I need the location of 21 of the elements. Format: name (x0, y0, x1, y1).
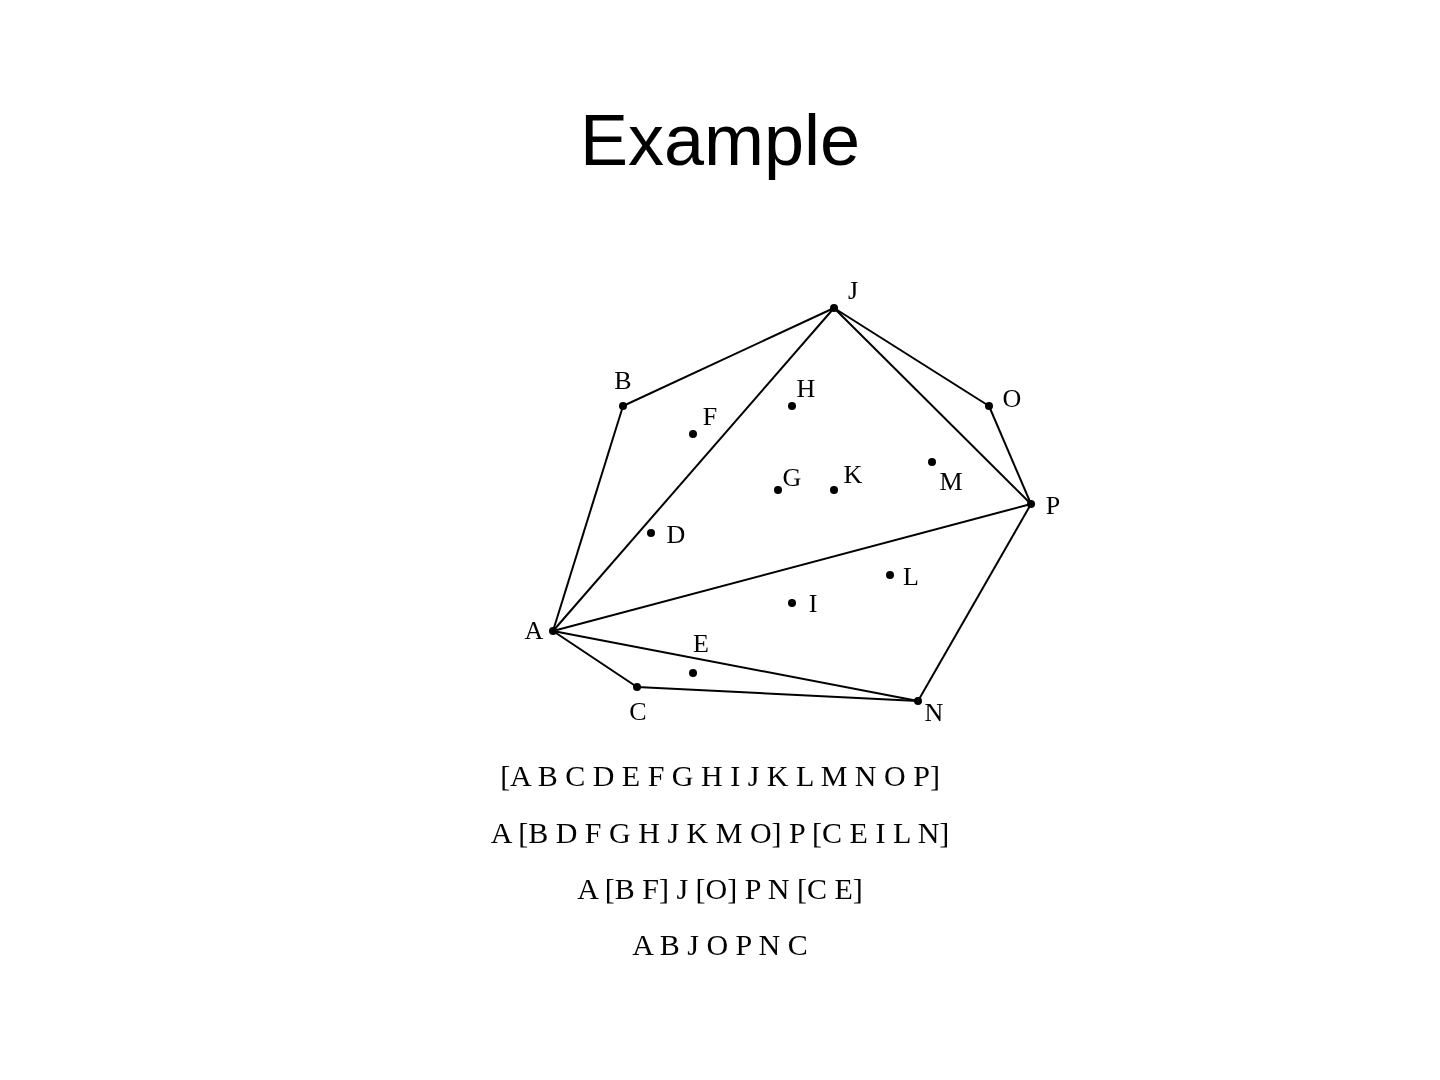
point-label: A (523, 618, 545, 644)
point-list: A [B F] J [O] P N [C E] (577, 871, 863, 907)
point-list: [A B C D E F G H I J K L M N O P] (500, 758, 940, 794)
point-label: N (923, 700, 945, 726)
point-label: P (1044, 493, 1062, 519)
title: Example (578, 99, 862, 182)
point-label: L (902, 564, 920, 590)
point-label: O (1001, 386, 1023, 412)
point-label: E (692, 631, 710, 657)
point-list: A B J O P N C (632, 927, 808, 963)
point-list: A [B D F G H J K M O] P [C E I L N] (490, 815, 950, 851)
point-label: K (842, 462, 864, 488)
point-label: B (613, 368, 633, 394)
point-label: C (628, 699, 648, 725)
point-label: J (846, 278, 860, 304)
point-label: D (665, 522, 687, 548)
point-label: M (939, 469, 963, 495)
point-label: I (807, 591, 819, 617)
point-label: H (795, 376, 817, 402)
point-label: G (781, 465, 803, 491)
point-label: F (701, 404, 719, 430)
